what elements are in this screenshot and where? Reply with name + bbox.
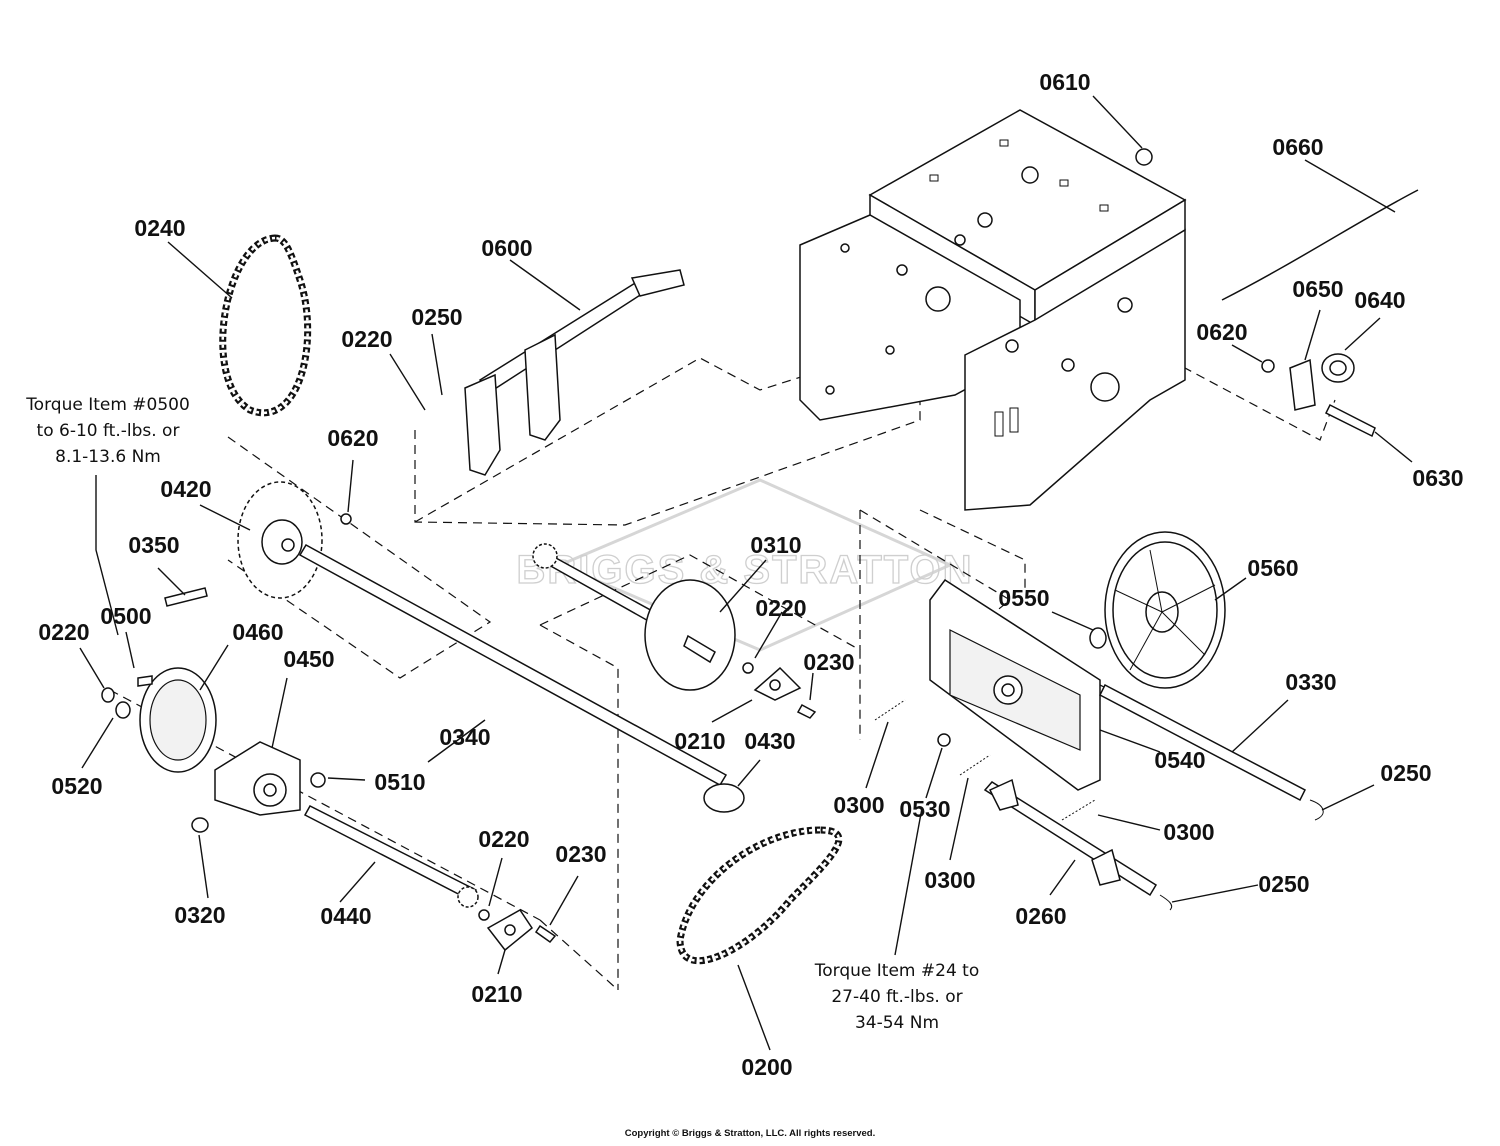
- part-label: 0440: [320, 903, 371, 929]
- part-label: 0220: [755, 595, 806, 621]
- torque-note-0500: Torque Item #0500 to 6-10 ft.-lbs. or 8.…: [25, 395, 190, 467]
- part-label: 0250: [1258, 871, 1309, 897]
- part-label: 0230: [555, 841, 606, 867]
- torque-note-line: Torque Item #24 to: [814, 961, 979, 981]
- part-label: 0530: [899, 796, 950, 822]
- part-label: 0600: [481, 235, 532, 261]
- part-label: 0240: [134, 215, 185, 241]
- part-label: 0310: [750, 532, 801, 558]
- middle-shaft-parts: [532, 543, 817, 719]
- part-label: 0630: [1412, 465, 1463, 491]
- part-label: 0550: [998, 585, 1049, 611]
- part-label: 0540: [1154, 747, 1205, 773]
- part-label: 0330: [1285, 669, 1336, 695]
- copyright-notice: Copyright © Briggs & Stratton, LLC. All …: [625, 1128, 876, 1139]
- part-number-labels: 0610 0660 0240 0600 0250 0220 0650 0640 …: [38, 69, 1463, 1080]
- part-label: 0510: [374, 769, 425, 795]
- part-label: 0210: [674, 728, 725, 754]
- part-label: 0220: [38, 619, 89, 645]
- idler-bracket: [1135, 148, 1419, 438]
- part-label: 0620: [1196, 319, 1247, 345]
- part-label: 0350: [128, 532, 179, 558]
- torque-note-line: Torque Item #0500: [25, 395, 190, 415]
- part-label: 0220: [478, 826, 529, 852]
- part-label: 0220: [341, 326, 392, 352]
- sprocket-and-hex-shaft: [164, 481, 745, 813]
- part-label: 0320: [174, 902, 225, 928]
- part-label: 0450: [283, 646, 334, 672]
- torque-note-line: 34-54 Nm: [855, 1013, 939, 1033]
- leader-lines: [79, 95, 1413, 1051]
- part-label: 0650: [1292, 276, 1343, 302]
- part-label: 0560: [1247, 555, 1298, 581]
- part-label: 0640: [1354, 287, 1405, 313]
- torque-note-line: 8.1-13.6 Nm: [55, 447, 161, 467]
- right-plate-and-springs: [874, 578, 1324, 911]
- part-label: 0620: [327, 425, 378, 451]
- torque-note-line: 27-40 ft.-lbs. or: [831, 987, 962, 1007]
- part-label: 0420: [160, 476, 211, 502]
- part-label: 0300: [833, 792, 884, 818]
- part-label: 0520: [51, 773, 102, 799]
- part-label: 0340: [439, 724, 490, 750]
- part-label: 0200: [741, 1054, 792, 1080]
- part-label: 0250: [1380, 760, 1431, 786]
- brand-watermark: BRIGGS & STRATTON: [516, 478, 972, 652]
- left-hub-parts: [101, 667, 557, 952]
- part-label: 0300: [1163, 819, 1214, 845]
- part-label: 0210: [471, 981, 522, 1007]
- shift-rod-assembly: [464, 269, 685, 476]
- drive-chain-lower: [676, 826, 843, 965]
- part-label: 0230: [803, 649, 854, 675]
- torque-note-line: to 6-10 ft.-lbs. or: [37, 421, 180, 441]
- part-label: 0610: [1039, 69, 1090, 95]
- part-label: 0300: [924, 867, 975, 893]
- drive-pulley: [1089, 531, 1226, 689]
- part-label: 0260: [1015, 903, 1066, 929]
- frame-housing: [799, 109, 1187, 511]
- part-label: 0460: [232, 619, 283, 645]
- part-label: 0660: [1272, 134, 1323, 160]
- torque-note-24: Torque Item #24 to 27-40 ft.-lbs. or 34-…: [814, 961, 979, 1033]
- part-label: 0250: [411, 304, 462, 330]
- drive-chain-upper: [219, 234, 312, 417]
- part-label: 0430: [744, 728, 795, 754]
- part-label: 0500: [100, 603, 151, 629]
